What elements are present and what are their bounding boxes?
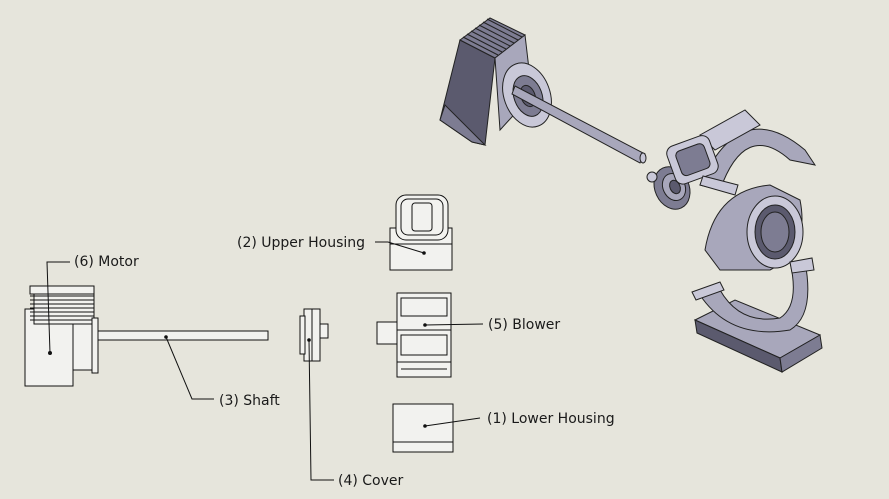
motor-part (24, 285, 99, 387)
label-cover: (4) Cover (338, 473, 404, 489)
motor-3d (439, 17, 552, 146)
leader-lines (46, 241, 484, 481)
lower-housing-part (392, 403, 454, 453)
blower-part (376, 292, 452, 378)
shaft-3d (511, 85, 647, 164)
cover-part (299, 308, 329, 362)
label-motor: (6) Motor (74, 254, 139, 270)
label-upper-housing: (2) Upper Housing (237, 235, 365, 251)
label-blower: (5) Blower (488, 317, 560, 333)
blower-3d (704, 184, 804, 271)
label-lower-housing: (1) Lower Housing (487, 411, 615, 427)
label-shaft: (3) Shaft (219, 393, 280, 409)
shaft-part (97, 330, 269, 341)
upper-housing-3d (666, 109, 817, 196)
lower-housing-3d (691, 257, 823, 373)
upper-housing-part (389, 194, 453, 271)
